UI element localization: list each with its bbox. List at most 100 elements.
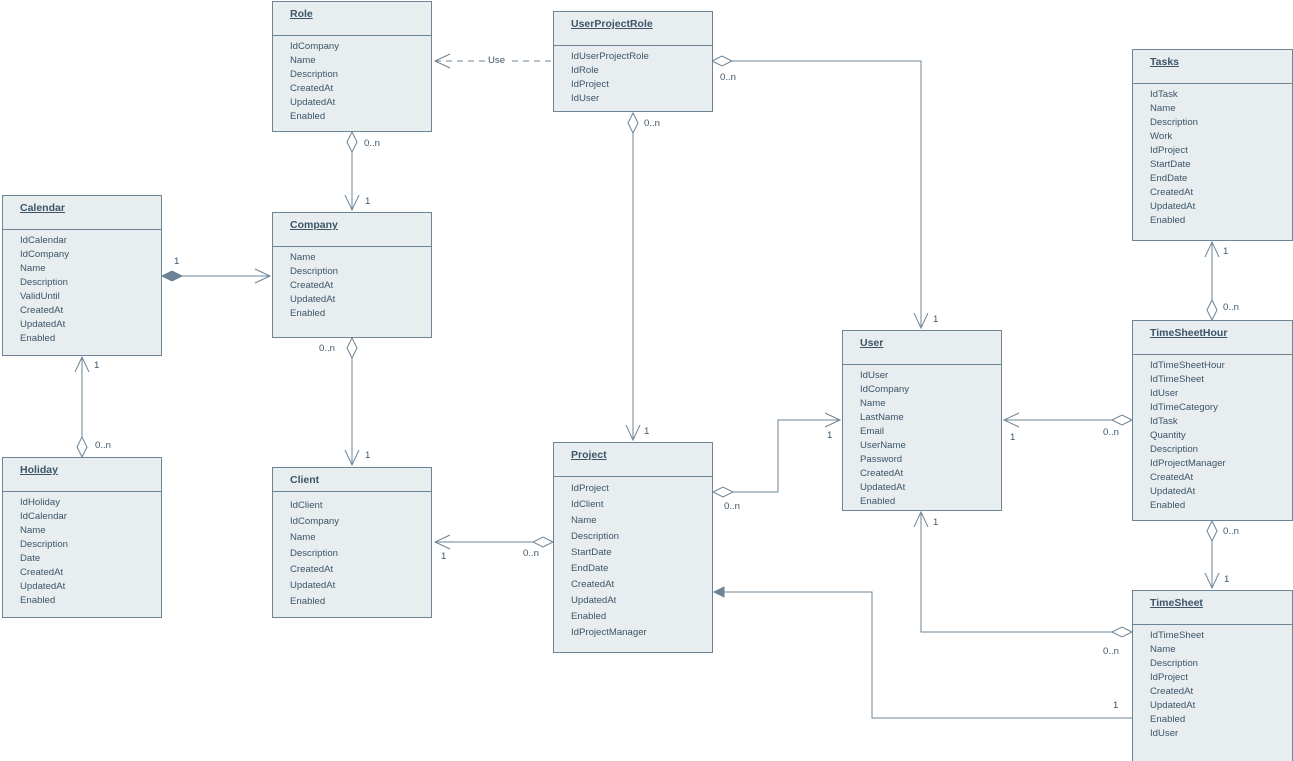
holiday-attribute: CreatedAt	[20, 567, 64, 578]
time-sheet-entity: TimeSheet IdTimeSheet Name Description I…	[1132, 590, 1293, 761]
upr-user-line	[732, 60, 922, 328]
holiday-attribute: Enabled	[20, 595, 56, 606]
calendar-entity: Calendar IdCalendar IdCompany Name Descr…	[2, 195, 162, 356]
multiplicity-label: 0..n	[1223, 302, 1240, 313]
client-entity-title: Client	[273, 468, 431, 492]
company-client-aggregation-diamond	[346, 336, 358, 360]
project-user-aggregation-diamond	[711, 486, 735, 498]
company-attributes: Name Description CreatedAt UpdatedAt Ena…	[273, 247, 431, 321]
tasks-attribute: Name	[1150, 103, 1176, 114]
client-attribute: Description	[290, 548, 338, 559]
role-attribute: CreatedAt	[290, 83, 334, 94]
tsh-user-aggregation-diamond	[1110, 414, 1134, 426]
calendar-entity-title: Calendar	[3, 196, 161, 230]
project-attributes: IdProject IdClient Name Description Star…	[554, 477, 712, 641]
project-attribute: CreatedAt	[571, 579, 615, 590]
time-sheet-hour-attribute: Description	[1150, 444, 1198, 455]
use-dependency-label: Use	[485, 55, 509, 66]
upr-user-arrowhead	[913, 312, 929, 330]
tsh-tasks-arrowhead	[1204, 240, 1220, 258]
holiday-entity: Holiday IdHoliday IdCalendar Name Descri…	[2, 457, 162, 618]
calendar-company-arrowhead	[254, 268, 272, 284]
holiday-calendar-aggregation-diamond	[76, 435, 88, 459]
multiplicity-label: 1	[1224, 574, 1230, 585]
company-attribute: Name	[290, 252, 316, 263]
time-sheet-attribute: Name	[1150, 644, 1176, 655]
project-attribute: IdProject	[571, 483, 609, 494]
project-attribute: Enabled	[571, 611, 607, 622]
user-project-role-attribute: IdUserProjectRole	[571, 51, 649, 62]
multiplicity-label: 0..n	[523, 548, 540, 559]
ts-project-line	[724, 591, 1132, 719]
calendar-attribute: IdCompany	[20, 249, 70, 260]
tasks-attributes: IdTask Name Description Work IdProject S…	[1133, 84, 1292, 228]
calendar-attributes: IdCalendar IdCompany Name Description Va…	[3, 230, 161, 346]
time-sheet-hour-attribute: IdUser	[1150, 388, 1179, 399]
time-sheet-hour-attributes: IdTimeSheetHour IdTimeSheet IdUser IdTim…	[1133, 355, 1292, 513]
client-attribute: UpdatedAt	[290, 580, 336, 591]
client-attribute: IdCompany	[290, 516, 340, 527]
tsh-user-arrowhead	[1002, 412, 1020, 428]
user-attribute: UpdatedAt	[860, 482, 906, 493]
role-attribute: Description	[290, 69, 338, 80]
role-attribute: UpdatedAt	[290, 97, 336, 108]
calendar-attribute: ValidUntil	[20, 291, 60, 302]
upr-user-aggregation-diamond	[710, 55, 734, 67]
user-attribute: Password	[860, 454, 903, 465]
calendar-company-composition-diamond	[160, 270, 184, 282]
time-sheet-attribute: CreatedAt	[1150, 686, 1194, 697]
holiday-attribute: IdHoliday	[20, 497, 60, 508]
holiday-attributes: IdHoliday IdCalendar Name Description Da…	[3, 492, 161, 608]
client-attribute: CreatedAt	[290, 564, 334, 575]
multiplicity-label: 1	[174, 256, 180, 267]
user-project-role-attribute: IdRole	[571, 65, 599, 76]
upr-project-arrowhead	[625, 424, 641, 442]
time-sheet-entity-title: TimeSheet	[1133, 591, 1292, 625]
tasks-attribute: Description	[1150, 117, 1198, 128]
user-project-role-attribute: IdUser	[571, 93, 600, 104]
multiplicity-label: 1	[933, 314, 939, 325]
company-attribute: UpdatedAt	[290, 294, 336, 305]
role-company-arrowhead	[344, 194, 360, 212]
tasks-entity-title: Tasks	[1133, 50, 1292, 84]
project-user-line	[733, 419, 840, 493]
tsh-ts-aggregation-diamond	[1206, 519, 1218, 543]
time-sheet-hour-attribute: IdTimeSheet	[1150, 374, 1205, 385]
user-entity: User IdUser IdCompany Name LastName Emai…	[842, 330, 1002, 511]
role-attribute: IdCompany	[290, 41, 340, 52]
client-attributes: IdClient IdCompany Name Description Crea…	[273, 492, 431, 610]
tasks-attribute: CreatedAt	[1150, 187, 1194, 198]
tsh-tasks-aggregation-diamond	[1206, 298, 1218, 322]
role-entity: Role IdCompany Name Description CreatedA…	[272, 1, 432, 132]
role-attribute: Enabled	[290, 111, 326, 122]
holiday-attribute: Description	[20, 539, 68, 550]
user-attribute: Email	[860, 426, 884, 437]
time-sheet-attribute: IdUser	[1150, 728, 1179, 739]
time-sheet-hour-attribute: IdProjectManager	[1150, 458, 1226, 469]
multiplicity-label: 0..n	[1103, 646, 1120, 657]
tasks-attribute: UpdatedAt	[1150, 201, 1196, 212]
holiday-attribute: UpdatedAt	[20, 581, 66, 592]
client-entity: Client IdClient IdCompany Name Descripti…	[272, 467, 432, 618]
project-entity: Project IdProject IdClient Name Descript…	[553, 442, 713, 653]
role-entity-title: Role	[273, 2, 431, 36]
multiplicity-label: 0..n	[364, 138, 381, 149]
multiplicity-label: 1	[365, 450, 371, 461]
tasks-attribute: StartDate	[1150, 159, 1191, 170]
time-sheet-attribute: UpdatedAt	[1150, 700, 1196, 711]
tasks-attribute: Work	[1150, 131, 1173, 142]
user-project-role-attribute: IdProject	[571, 79, 609, 90]
project-attribute: EndDate	[571, 563, 609, 574]
time-sheet-hour-entity: TimeSheetHour IdTimeSheetHour IdTimeShee…	[1132, 320, 1293, 521]
time-sheet-hour-attribute: IdTimeCategory	[1150, 402, 1218, 413]
company-entity: Company Name Description CreatedAt Updat…	[272, 212, 432, 338]
client-attribute: IdClient	[290, 500, 323, 511]
multiplicity-label: 1	[441, 551, 447, 562]
role-attribute: Name	[290, 55, 316, 66]
user-attribute: Enabled	[860, 496, 896, 507]
time-sheet-attribute: Enabled	[1150, 714, 1186, 725]
company-attribute: CreatedAt	[290, 280, 334, 291]
user-attribute: Name	[860, 398, 886, 409]
project-attribute: Name	[571, 515, 597, 526]
